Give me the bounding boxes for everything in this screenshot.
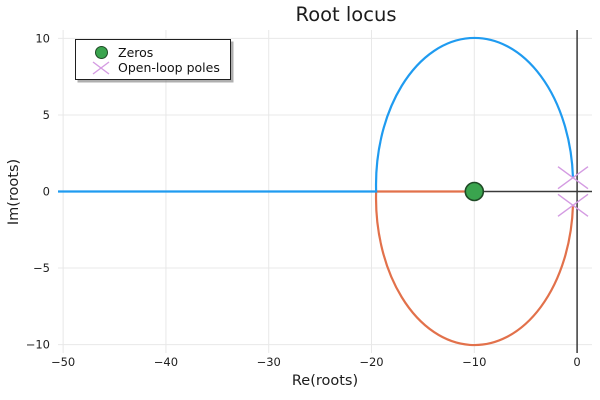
legend: Zeros Open-loop poles [75, 39, 231, 80]
legend-label-zeros: Zeros [118, 45, 154, 60]
y-tick-label: −10 [26, 338, 50, 352]
x-icon [557, 166, 589, 190]
legend-label-open-loop-poles: Open-loop poles [118, 60, 220, 75]
y-tick-label: 0 [43, 185, 50, 199]
legend-item-zeros: Zeros [76, 45, 230, 60]
zeros-circle-icon [91, 46, 111, 59]
locus-branch-upper [58, 36, 575, 193]
x-tick-label: −10 [462, 355, 486, 369]
x-tick-label: −20 [359, 355, 383, 369]
locus-branch-lower [374, 190, 575, 347]
x-icon [557, 193, 589, 217]
x-tick-label: 0 [573, 355, 580, 369]
y-tick-label: 5 [43, 108, 50, 122]
y-tick-label: −5 [33, 261, 50, 275]
x-tick-label: −50 [51, 355, 75, 369]
zero-marker [464, 181, 485, 202]
pole-marker-lower [557, 193, 589, 217]
x-tick-label: −30 [257, 355, 281, 369]
chart-title: Root locus [295, 3, 397, 26]
y-tick-label: 10 [35, 31, 50, 45]
x-icon [92, 60, 110, 75]
poles-x-icon [91, 60, 111, 75]
pole-marker-upper [557, 166, 589, 190]
x-axis-label: Re(roots) [291, 373, 359, 389]
y-axis-label: Im(roots) [6, 158, 22, 226]
legend-item-open-loop-poles: Open-loop poles [76, 60, 230, 75]
x-tick-label: −40 [154, 355, 178, 369]
